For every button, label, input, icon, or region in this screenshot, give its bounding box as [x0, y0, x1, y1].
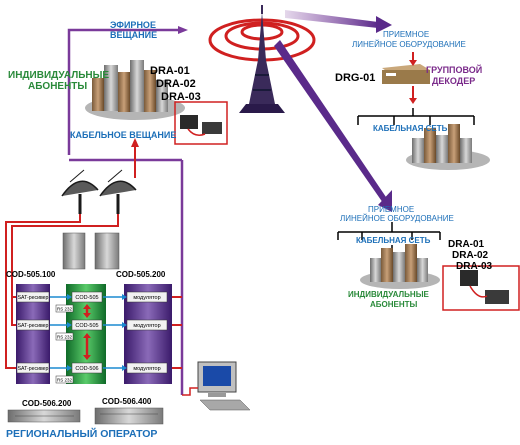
- arrowhead: [122, 365, 127, 371]
- buildings-mid-right: [360, 244, 440, 289]
- sat-receiver-box: [16, 319, 50, 331]
- individual-top-label-2: АБОНЕНТЫ: [28, 81, 88, 92]
- drg-decoder-device: [382, 52, 430, 104]
- dra03-mid-label: DRA-03: [456, 261, 493, 272]
- arrowhead: [67, 322, 72, 328]
- cod505-200-chassis: [94, 232, 120, 270]
- arrowhead: [83, 313, 91, 318]
- cable-network-tree-top: [357, 108, 475, 125]
- arrowhead: [122, 294, 127, 300]
- air-broadcast-label-2: ВЕЩАНИЕ: [110, 30, 158, 40]
- dra-devices-top: [174, 101, 228, 145]
- cable-net-top-label: КАБЕЛЬНАЯ СЕТЬ: [373, 124, 448, 133]
- cod-label: COD-505: [75, 295, 98, 301]
- dra02-mid-label: DRA-02: [452, 250, 489, 261]
- cod505-100-chassis: [62, 232, 86, 270]
- dra-devices-mid: [442, 265, 520, 311]
- satellite-dishes: [61, 169, 137, 214]
- sat-receiver-box: [16, 362, 50, 374]
- rs232-tag: [55, 332, 74, 341]
- arrowhead: [83, 333, 91, 338]
- arrowhead: [67, 294, 72, 300]
- sat-receiver-box: [16, 291, 50, 303]
- sat-receiver-label: SAT-ресивер: [18, 366, 49, 372]
- cable-net-mid-label: КАБЕЛЬНАЯ СЕТЬ: [356, 236, 431, 245]
- rs232-tag: [55, 304, 74, 313]
- dra01-mid-label: DRA-01: [448, 239, 485, 250]
- beam-to-mid-equipment: [274, 40, 388, 203]
- cod505-100-label: COD-505.100: [6, 270, 56, 279]
- buildings-top-left: [85, 60, 185, 120]
- sat-receiver-label: SAT-ресивер: [18, 323, 49, 329]
- modulator-output-lines: [172, 296, 182, 369]
- arrowhead: [122, 322, 127, 328]
- group-decoder-label-2: ДЕКОДЕР: [432, 76, 476, 86]
- beam-to-top-equipment: [285, 10, 378, 28]
- individual-mid-label-1: ИНДИВИДУАЛЬНЫЕ: [348, 290, 429, 299]
- individual-mid-label-2: АБОНЕНТЫ: [370, 300, 418, 309]
- cod-label: COD-506: [75, 366, 98, 372]
- cod506-200-label: COD-506.200: [22, 399, 72, 408]
- rs232-label: RS 232: [57, 377, 73, 382]
- computer-terminal: [182, 361, 251, 411]
- dra01-top-label: DRA-01: [150, 65, 190, 77]
- regional-operator-label: РЕГИОНАЛЬНЫЙ ОПЕРАТОР: [6, 428, 158, 440]
- dra03-top-label: DRA-03: [161, 91, 201, 103]
- cod-label: COD-505: [75, 323, 98, 329]
- arrowhead: [83, 304, 91, 309]
- rs232-label: RS 232: [57, 334, 73, 339]
- cod506-400-label: COD-506.400: [102, 397, 152, 406]
- buildings-top-right: [406, 124, 490, 170]
- dra02-top-label: DRA-02: [156, 78, 196, 90]
- arrowhead: [83, 355, 91, 360]
- rs232-tag: [55, 375, 74, 384]
- air-broadcast-line: [67, 26, 188, 395]
- satellite-feed-lines: [5, 214, 119, 369]
- drg01-label: DRG-01: [335, 72, 376, 84]
- cable-broadcast-label: КАБЕЛЬНОЕ ВЕЩАНИЕ: [70, 130, 177, 140]
- modulator-label: модулятор: [133, 366, 160, 372]
- air-broadcast-label-1: ЭФИРНОЕ: [110, 20, 156, 30]
- cod506-400-unit: [94, 407, 164, 425]
- modulator-label: модулятор: [133, 295, 160, 301]
- cod505-200-label: COD-505.200: [116, 270, 166, 279]
- broadcast-tower: [208, 5, 316, 113]
- receiving-top-label-2: ЛИНЕЙНОЕ ОБОРУДОВАНИЕ: [352, 40, 466, 49]
- receiving-mid-label-2: ЛИНЕЙНОЕ ОБОРУДОВАНИЕ: [340, 214, 454, 223]
- receiving-top-label-1: ПРИЕМНОЕ: [383, 30, 430, 39]
- individual-top-label-1: ИНДИВИДУАЛЬНЫЕ: [8, 70, 110, 81]
- group-decoder-label-1: ГРУППОВОЙ: [426, 65, 483, 75]
- rs232-label: RS 232: [57, 306, 73, 311]
- modulator-label: модулятор: [133, 323, 160, 329]
- arrowhead: [67, 365, 72, 371]
- receiving-mid-label-1: ПРИЕМНОЕ: [368, 205, 415, 214]
- cod506-200-unit: [7, 409, 81, 423]
- sat-receiver-label: SAT-ресивер: [18, 295, 49, 301]
- cable-broadcast-line: [131, 138, 139, 178]
